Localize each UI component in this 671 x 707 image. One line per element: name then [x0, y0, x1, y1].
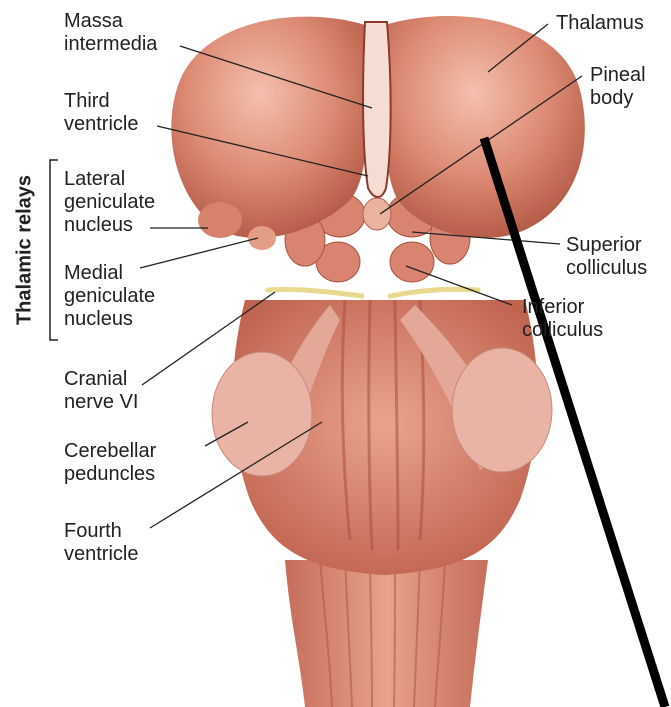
label-pineal-body: Pineal body — [590, 64, 646, 110]
medulla — [285, 560, 488, 707]
label-third-ventricle: Third ventricle — [64, 90, 138, 136]
thalamic-relays-bracket — [50, 160, 58, 340]
label-fourth-ventricle: Fourth ventricle — [64, 520, 138, 566]
pineal-body-shape — [363, 198, 391, 230]
cranial-nerve-vi-left — [268, 289, 362, 296]
label-superior-colliculus: Superior colliculus — [566, 234, 647, 280]
left-cerebellar-peduncle — [212, 352, 312, 476]
label-massa-intermedia: Massa intermedia — [64, 10, 157, 56]
label-thalamus: Thalamus — [556, 12, 644, 35]
right-thalamus — [383, 16, 585, 238]
right-cerebellar-peduncle — [452, 348, 552, 472]
label-lateral-geniculate-nucleus: Lateral geniculate nucleus — [64, 168, 155, 237]
label-cerebellar-peduncles: Cerebellar peduncles — [64, 440, 156, 486]
label-cranial-nerve-vi: Cranial nerve VI — [64, 368, 138, 414]
lateral-geniculate-bulge — [198, 202, 242, 238]
left-thalamus — [171, 17, 368, 238]
medial-geniculate-bulge — [248, 226, 276, 250]
third-ventricle-slit — [363, 22, 391, 197]
label-inferior-colliculus: Inferior colliculus — [522, 296, 603, 342]
thalamic-relays-label: Thalamic relays — [5, 160, 45, 340]
cranial-nerve-vi-right — [390, 289, 478, 296]
label-medial-geniculate-nucleus: Medial geniculate nucleus — [64, 262, 155, 331]
